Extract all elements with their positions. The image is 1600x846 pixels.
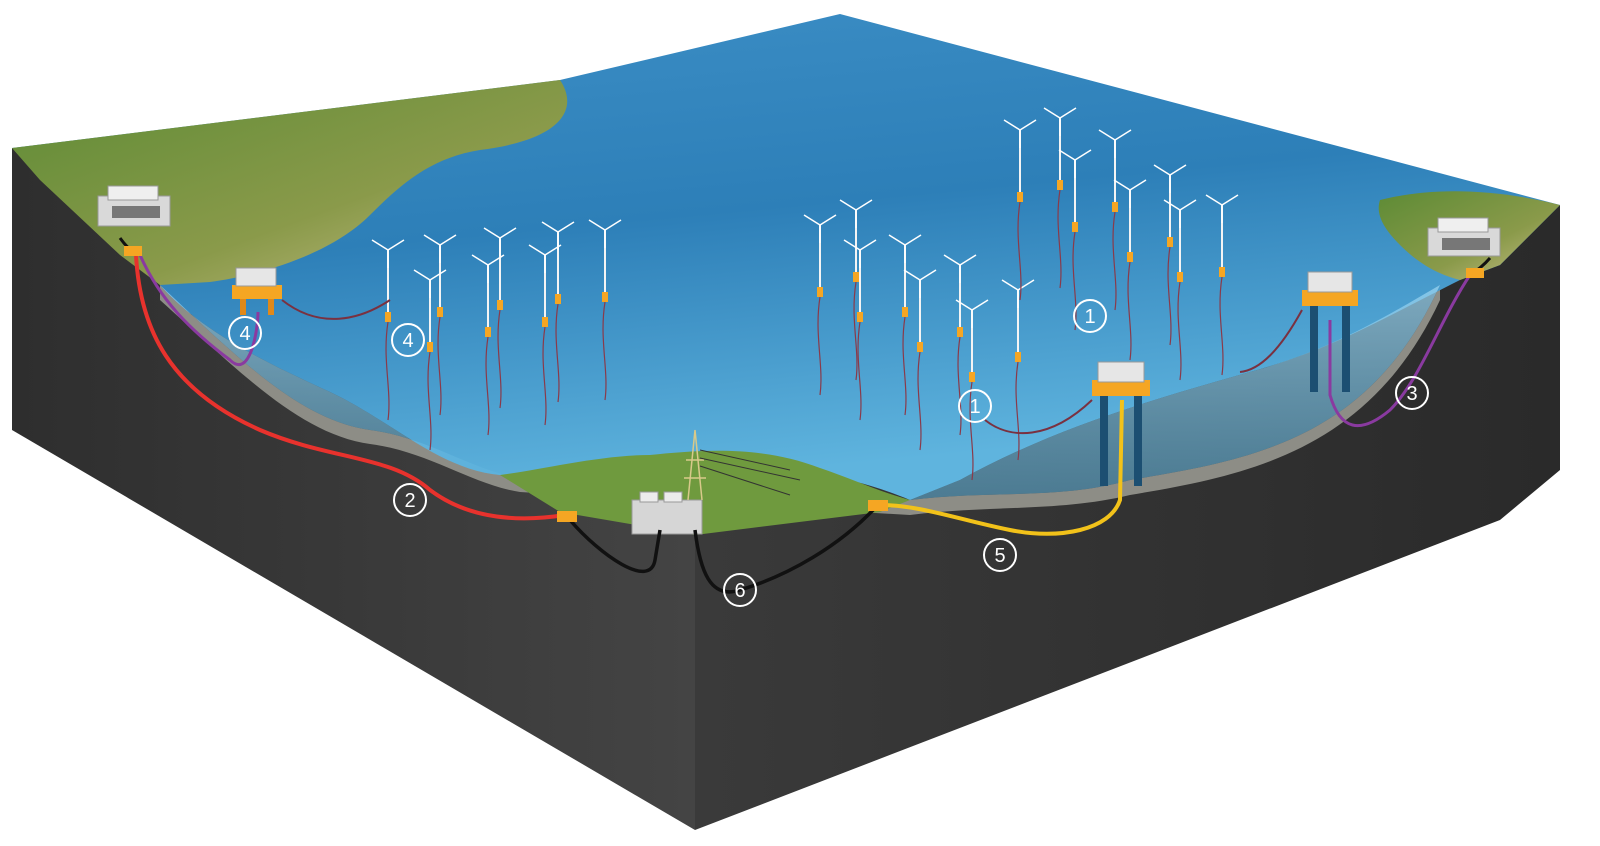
wind-turbine — [1205, 194, 1239, 376]
joint-bay-front-left — [557, 511, 577, 522]
callout-markers: 1 1 2 3 4 4 5 6 — [228, 299, 1429, 607]
wind-turbine — [483, 227, 517, 409]
offshore-platform-right — [1302, 271, 1358, 392]
wind-turbine — [371, 239, 405, 421]
array-cable-right — [1239, 309, 1303, 373]
callout-circle — [958, 389, 992, 423]
joint-bay-top-left — [124, 246, 142, 256]
array-cable-center — [984, 399, 1093, 435]
offshore-platform-left — [232, 267, 282, 315]
wind-turbine — [943, 254, 977, 436]
callout-number: 4 — [239, 323, 250, 345]
offshore-platform-center — [1092, 361, 1150, 486]
wind-turbine — [471, 254, 505, 436]
callout-circle — [983, 538, 1017, 572]
callout-marker-m4a: 4 — [228, 316, 262, 350]
land-front — [500, 450, 910, 535]
callout-circle — [228, 316, 262, 350]
wind-turbine — [528, 244, 562, 426]
callout-circle — [723, 573, 757, 607]
onshore-substation-left — [97, 185, 171, 227]
wind-turbine — [1113, 179, 1147, 361]
wind-turbines — [371, 107, 1239, 481]
wind-turbine — [588, 219, 622, 401]
export-cable-red — [134, 254, 566, 521]
callout-circle — [1073, 299, 1107, 333]
export-cable-yellow — [879, 399, 1124, 536]
callout-circle — [391, 323, 425, 357]
callout-marker-m3: 3 — [1395, 376, 1429, 410]
wind-turbine — [839, 199, 873, 381]
converter-station-center — [631, 491, 703, 535]
joint-bay-right — [1466, 268, 1484, 278]
callout-number: 1 — [1084, 306, 1095, 328]
callout-number: 3 — [1406, 383, 1417, 405]
array-cable-left — [281, 299, 391, 320]
callout-marker-m2: 2 — [393, 483, 427, 517]
wind-turbine — [413, 269, 447, 451]
callout-circle — [393, 483, 427, 517]
transmission-pylon — [684, 429, 801, 501]
callout-number: 5 — [994, 545, 1005, 567]
wind-turbine — [1163, 199, 1197, 381]
callout-number: 4 — [402, 330, 413, 352]
callout-marker-m1b: 1 — [958, 389, 992, 423]
wind-turbine — [803, 214, 837, 396]
wind-turbine — [1003, 119, 1037, 301]
callout-marker-m5: 5 — [983, 538, 1017, 572]
onshore-substation-right — [1427, 217, 1501, 257]
onshore-cable-black-right — [693, 506, 877, 594]
export-cable-purple-right — [1328, 274, 1472, 428]
wind-turbine — [423, 234, 457, 416]
wind-turbine — [888, 234, 922, 416]
wind-turbine — [1001, 279, 1035, 461]
callout-marker-m4b: 4 — [391, 323, 425, 357]
wind-turbine — [955, 299, 989, 481]
wind-turbine — [541, 221, 575, 403]
water-front-layer-right — [910, 285, 1440, 500]
callout-number: 6 — [734, 580, 745, 602]
wind-turbine — [903, 269, 937, 451]
wind-turbine — [1153, 164, 1187, 346]
wind-turbine — [1043, 107, 1077, 289]
callout-number: 1 — [969, 396, 980, 418]
land-top-left — [12, 80, 568, 285]
callout-marker-m1a: 1 — [1073, 299, 1107, 333]
wind-turbine — [1058, 149, 1092, 331]
export-cable-purple-left — [138, 254, 260, 366]
onshore-cable-black-left — [568, 518, 662, 574]
callout-number: 2 — [404, 490, 415, 512]
callout-circle — [1395, 376, 1429, 410]
wind-turbine — [1098, 129, 1132, 311]
callout-marker-m6: 6 — [723, 573, 757, 607]
wind-turbine — [843, 239, 877, 421]
joint-bay-front-right — [868, 500, 888, 511]
